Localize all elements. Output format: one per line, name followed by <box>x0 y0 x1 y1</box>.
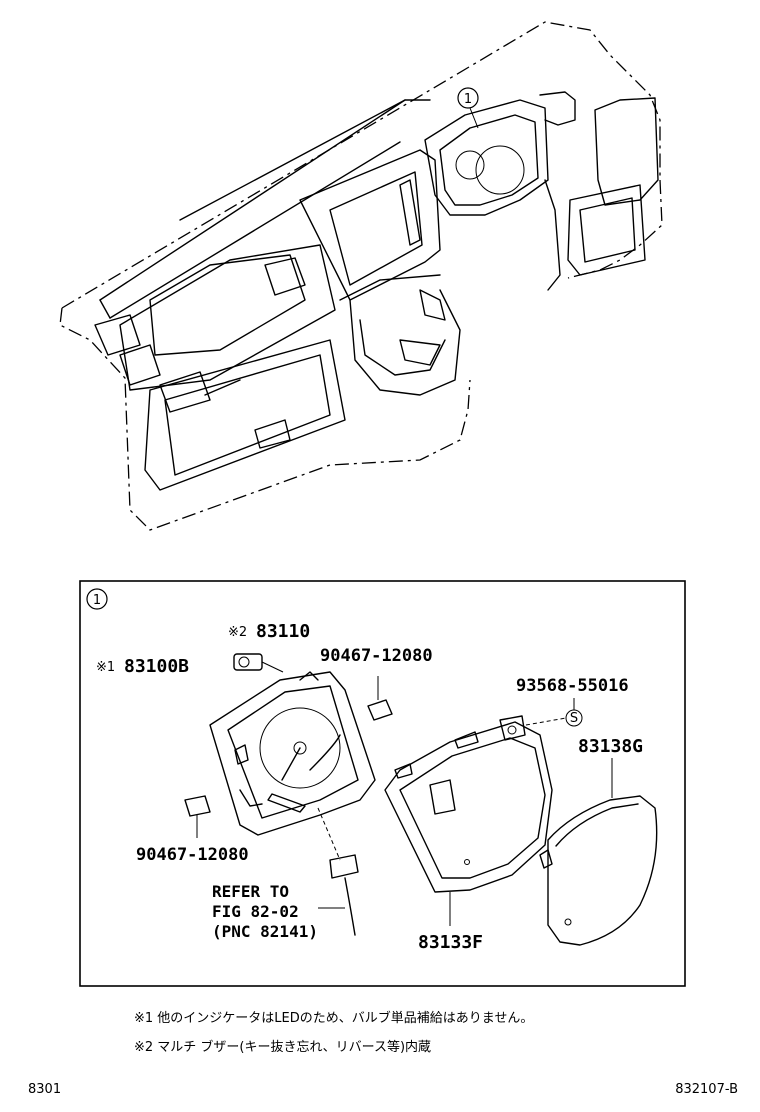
reference-line-2: FIG 82-02 <box>212 902 299 921</box>
clip-90467-top <box>367 676 393 721</box>
screw-93568: S <box>565 698 583 727</box>
label-83110-mark: ※2 <box>228 625 247 640</box>
bulb-83100b <box>233 653 284 673</box>
label-90467-top: 90467-12080 <box>320 646 433 666</box>
label-93568: 93568-55016 <box>516 676 629 696</box>
lens-83138g <box>539 758 658 946</box>
reference-line-3: (PNC 82141) <box>212 922 318 941</box>
clip-90467-bottom <box>184 795 211 838</box>
label-83138g: 83138G <box>578 736 643 757</box>
footer-right-code: 832107-B <box>675 1082 738 1097</box>
detail-panel-frame <box>79 580 686 987</box>
callout-1-panel-label: 1 <box>93 593 101 608</box>
reference-line-1: REFER TO <box>212 882 289 901</box>
callout-1-panel: 1 <box>86 588 108 610</box>
label-83100b: 83100B <box>124 656 189 677</box>
callout-1-top: 1 <box>457 87 479 109</box>
reference-harness <box>317 807 359 936</box>
label-83100b-mark: ※1 <box>96 660 115 675</box>
label-83110: 83110 <box>256 621 310 642</box>
note-1: ※1 他のインジケータはLEDのため、バルブ単品補給はありません。 <box>134 1010 533 1026</box>
screw-symbol: S <box>570 711 578 726</box>
footer-left-code: 8301 <box>28 1082 61 1097</box>
instrument-panel-illustration <box>59 21 663 531</box>
combination-meter-83110 <box>209 671 376 836</box>
label-90467-bottom: 90467-12080 <box>136 845 249 865</box>
note-2: ※2 マルチ ブザー(キー抜き忘れ、リバース等)内蔵 <box>134 1039 431 1055</box>
label-83133f: 83133F <box>418 932 483 953</box>
callout-1-top-label: 1 <box>464 92 472 107</box>
meter-hood-83133f <box>384 715 567 926</box>
